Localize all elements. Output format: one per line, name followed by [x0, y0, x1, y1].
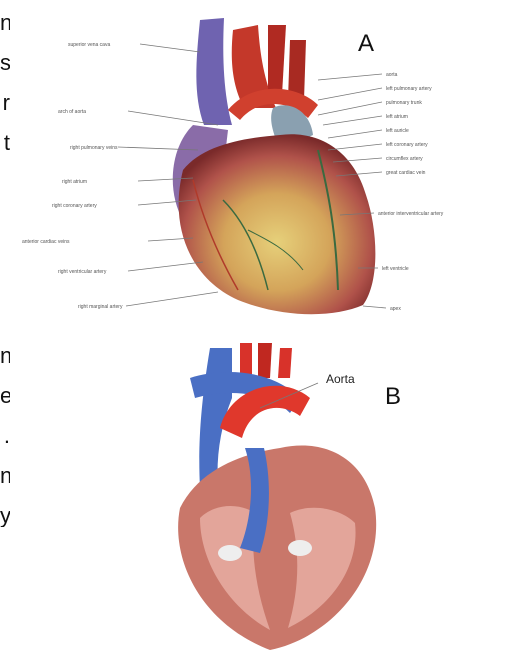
label-right: left atrium	[386, 114, 408, 120]
text-fragment: t	[0, 132, 10, 154]
label-left: arch of aorta	[58, 109, 86, 115]
heart-external-figure: A superior vena cava	[18, 0, 524, 338]
text-fragment: y	[0, 505, 10, 527]
heart-cross-section-figure: Aorta B	[160, 338, 420, 656]
text-fragment: n	[0, 345, 10, 367]
label-right: great cardiac vein	[386, 170, 426, 176]
panel-letter-b: B	[385, 383, 401, 411]
label-right: circumflex artery	[386, 156, 423, 162]
label-right: left coronary artery	[386, 142, 428, 148]
label-left: anterior cardiac veins	[22, 239, 70, 245]
label-left: superior vena cava	[68, 42, 110, 48]
label-right: left ventricle	[382, 266, 409, 272]
aorta-label: Aorta	[326, 372, 355, 386]
label-right: aorta	[386, 72, 398, 78]
label-right: anterior interventricular artery	[378, 211, 444, 217]
text-fragment: s	[0, 52, 10, 74]
label-left: right coronary artery	[52, 203, 97, 209]
labels-left: superior vena cava arch of aorta right p…	[22, 42, 218, 310]
text-fragment: e	[0, 385, 10, 407]
label-right: left auricle	[386, 128, 409, 134]
label-left: right pulmonary veins	[70, 145, 118, 151]
text-fragment: n	[0, 12, 10, 34]
label-right: apex	[390, 306, 401, 312]
label-layer: superior vena cava arch of aorta right p…	[18, 0, 524, 338]
text-fragment: .	[0, 425, 10, 447]
label-left: right atrium	[62, 179, 87, 185]
label-left: right ventricular artery	[58, 269, 107, 275]
label-left: right marginal artery	[78, 304, 123, 310]
heart-cross-section-illustration	[160, 338, 420, 656]
labels-right: aorta left pulmonary artery pulmonary tr…	[318, 72, 444, 312]
text-fragment: r	[0, 92, 10, 114]
text-fragment: n	[0, 465, 10, 487]
label-right: left pulmonary artery	[386, 86, 432, 92]
label-right: pulmonary trunk	[386, 100, 422, 106]
